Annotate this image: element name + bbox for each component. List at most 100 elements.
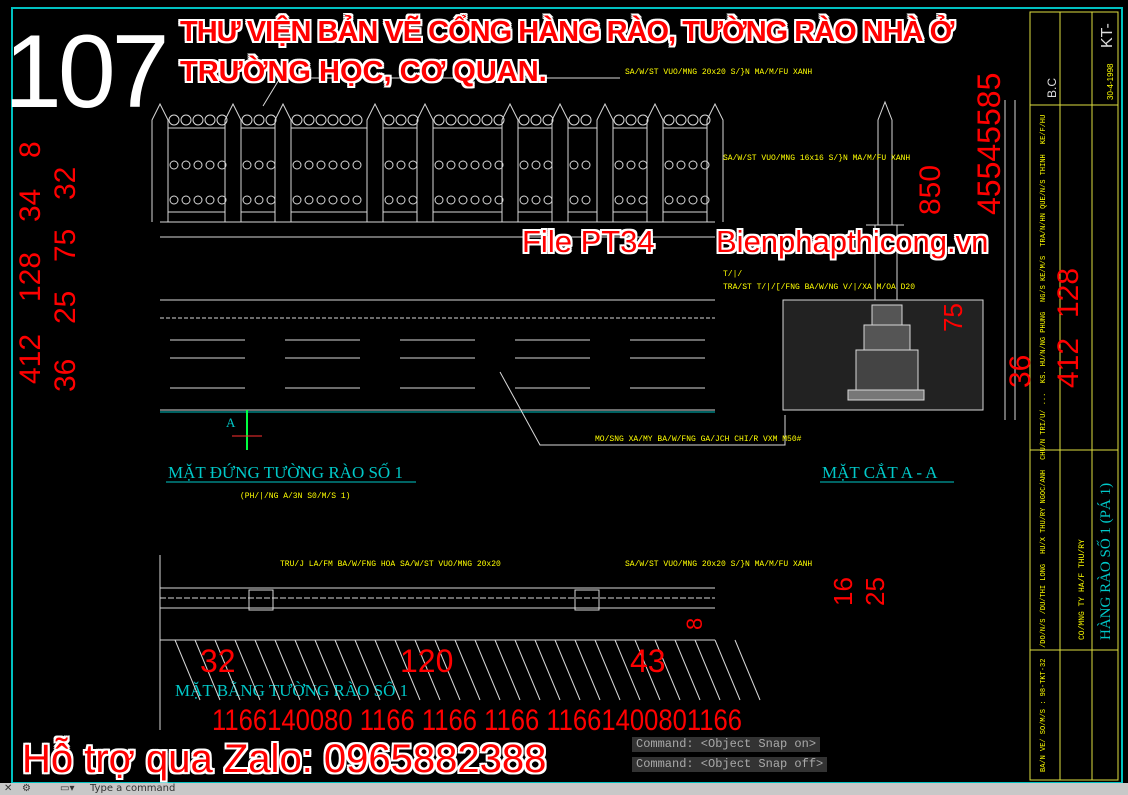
plan-dimension-ticks	[174, 639, 761, 701]
title-block-row: /DO/N/S /DU/THI LONG	[1040, 564, 1048, 648]
wrench-icon[interactable]: ⚙	[22, 783, 31, 794]
fence-scroll	[340, 160, 350, 170]
command-bar[interactable]: ✕ ⚙ ▭▾ Type a command	[0, 783, 1128, 795]
close-icon[interactable]: ✕	[4, 783, 13, 794]
note-mid-bar: SA/W/ST VUO/MNG 16x16 S/}N MA/M/FU XANH	[723, 154, 910, 163]
fence-scroll	[638, 160, 648, 170]
fence-scroll	[304, 160, 314, 170]
fence-wall-base	[160, 221, 715, 413]
fence-scroll	[569, 195, 579, 205]
fence-scroll	[519, 160, 529, 170]
fence-post	[706, 102, 724, 222]
fence-scroll	[384, 160, 394, 170]
fence-post	[596, 102, 614, 222]
elevation-title: MẶT ĐỨNG TƯỜNG RÀO SỐ 1	[168, 463, 403, 482]
dimension-extension-line	[634, 639, 661, 701]
fence-scroll	[242, 195, 252, 205]
dimension-extension-line	[594, 639, 621, 701]
fence-scroll	[217, 195, 227, 205]
fence-scroll	[699, 114, 711, 126]
fence-scroll	[396, 160, 406, 170]
fence-scroll	[482, 195, 492, 205]
section-marker-label: A	[226, 415, 236, 430]
fence-scroll	[316, 160, 326, 170]
fence-scroll	[688, 160, 698, 170]
top-bar-note-leader	[262, 77, 620, 107]
dim-plan-bottom: 1166140080 1166 1166 1166 11661400801166	[212, 704, 742, 737]
dimension-extension-line	[374, 639, 401, 701]
fence-scroll	[192, 114, 204, 126]
fence-scroll	[265, 114, 277, 126]
fence-scroll	[663, 114, 675, 126]
dim-left-8: 8	[14, 141, 47, 158]
fence-scroll	[303, 114, 315, 126]
fence-scroll	[470, 195, 480, 205]
fence-scroll	[568, 114, 580, 126]
fence-scroll	[445, 114, 457, 126]
dim-left-75: 75	[49, 229, 82, 262]
fence-post	[151, 102, 169, 222]
dimension-extension-line	[214, 639, 241, 701]
fence-scroll	[494, 160, 504, 170]
fence-scroll	[254, 195, 264, 205]
dimension-extension-line	[614, 639, 641, 701]
title-block-row: TRA/N/HN QUE/N/S THINH	[1040, 154, 1048, 246]
plan-title: MẶT BẰNG TƯỜNG RÀO SỐ 1	[175, 681, 408, 700]
title-block-row: HU/X THU/RY NGOC/ANH	[1040, 470, 1048, 554]
fence-scroll	[494, 195, 504, 205]
title-block-row: NG/S KE/M/S	[1040, 256, 1048, 302]
fence-scroll	[637, 114, 649, 126]
fence-scroll	[204, 114, 216, 126]
fence-scroll	[700, 195, 710, 205]
title-block-sheet-title: HÀNG RÀO SỐ 1 (PÁ 1)	[1096, 483, 1114, 640]
fence-post	[501, 102, 519, 222]
fence-scroll	[181, 195, 191, 205]
note-post-1: T/|/	[723, 270, 742, 279]
fence-scroll	[581, 160, 591, 170]
dimension-extension-line	[674, 639, 701, 701]
dim-left-34: 34	[14, 189, 47, 222]
dim-plan-32: 32	[200, 643, 236, 679]
fence-scroll	[614, 195, 624, 205]
command-input[interactable]: Type a command	[90, 783, 176, 794]
dimension-extension-line	[574, 639, 601, 701]
note-post-2: TRA/ST T/|/[/FNG BA/W/NG V/|/XA M/OA D20	[723, 283, 915, 292]
fence-scroll	[351, 114, 363, 126]
fence-scroll	[241, 114, 253, 126]
fence-scroll	[328, 160, 338, 170]
dimension-extension-line	[294, 639, 321, 701]
fence-scroll	[626, 195, 636, 205]
fence-scroll	[664, 195, 674, 205]
overlay-title-line2: TRƯỜNG HỌC, CƠ QUAN.	[180, 56, 547, 88]
overlay-website: Bienphapthicong.vn	[716, 224, 989, 259]
fence-elevation	[151, 102, 724, 222]
fence-scroll	[168, 114, 180, 126]
overlay-title-line1: THƯ VIỆN BẢN VẼ CỔNG HÀNG RÀO, TƯỜNG RÀO…	[180, 16, 954, 48]
note-foundation: MO/SNG XA/MY BA/W/FNG GA/JCH CHI/R VXM M…	[595, 435, 802, 444]
section-a-a	[782, 100, 1016, 420]
dimension-extension-line	[194, 639, 221, 701]
fence-scroll	[383, 114, 395, 126]
fence-scroll	[518, 114, 530, 126]
note-plan-post: TRU/J LA/FM BA/W/FNG HOA SA/W/ST VUO/MNG…	[280, 560, 501, 569]
fence-scroll	[519, 195, 529, 205]
title-block-row: CHU/N TRI/U/ ...	[1040, 393, 1048, 460]
foundation-hidden-lines	[170, 339, 705, 389]
dimension-extension-line	[474, 639, 501, 701]
fence-scroll	[482, 160, 492, 170]
fence-scroll	[193, 160, 203, 170]
dim-section-128: 128	[1052, 268, 1085, 318]
fence-scroll	[169, 160, 179, 170]
dimension-extension-line	[274, 639, 301, 701]
fence-scroll	[395, 114, 407, 126]
fence-scroll	[469, 114, 481, 126]
fence-scroll	[292, 195, 302, 205]
dim-left-36: 36	[49, 359, 82, 392]
fence-scroll	[676, 195, 686, 205]
dimension-extension-line	[354, 639, 381, 701]
dim-plan-16: 16	[828, 577, 858, 606]
fence-scroll	[664, 160, 674, 170]
fence-scroll	[304, 195, 314, 205]
fence-scroll	[216, 114, 228, 126]
